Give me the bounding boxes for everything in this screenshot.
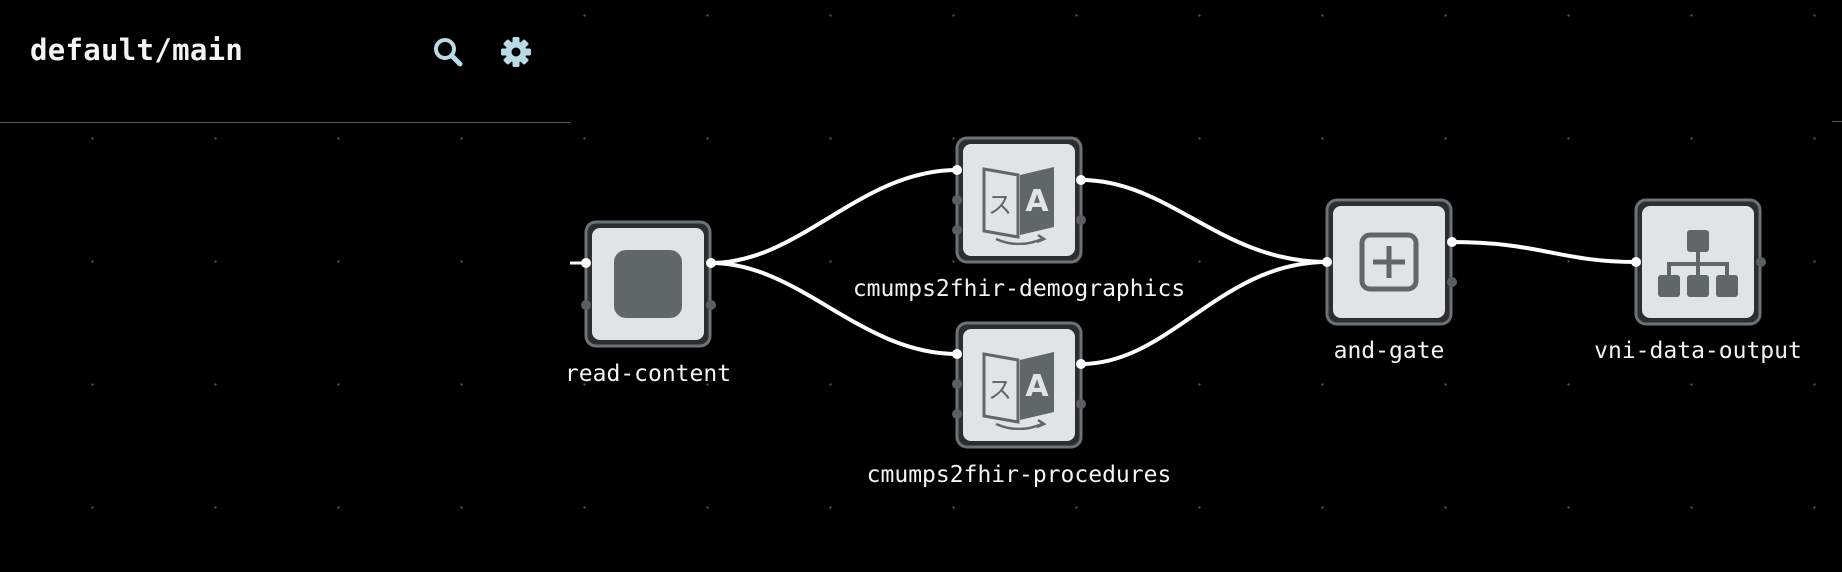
node-label: and-gate bbox=[1334, 338, 1445, 364]
node-label: read-content bbox=[565, 361, 731, 387]
page-title: default/main bbox=[30, 33, 244, 67]
input-port[interactable] bbox=[1631, 257, 1641, 267]
sitemap-icon bbox=[1658, 230, 1738, 297]
input-port[interactable] bbox=[952, 349, 962, 359]
error-output-port[interactable] bbox=[1076, 215, 1086, 225]
node-cmumps2fhir-procedures[interactable]: cmumps2fhir-procedures bbox=[867, 321, 1172, 488]
output-port[interactable] bbox=[1756, 257, 1766, 267]
node-and-gate[interactable]: and-gate bbox=[1322, 198, 1457, 364]
output-port[interactable] bbox=[706, 258, 716, 268]
error-port[interactable] bbox=[952, 195, 962, 205]
edge-procedures-to-and-gate[interactable] bbox=[1079, 260, 1329, 366]
input-port[interactable] bbox=[952, 165, 962, 175]
node-label: vni-data-output bbox=[1594, 338, 1802, 364]
error-port[interactable] bbox=[952, 379, 962, 389]
output-port[interactable] bbox=[1076, 175, 1086, 185]
node-read-content[interactable]: read-content bbox=[565, 220, 731, 387]
node-label: cmumps2fhir-demographics bbox=[853, 276, 1185, 302]
node-cmumps2fhir-demographics[interactable]: cmumps2fhir-demographics bbox=[853, 136, 1185, 302]
settings-button[interactable] bbox=[500, 36, 532, 68]
search-icon bbox=[434, 38, 463, 67]
error-port[interactable] bbox=[581, 300, 591, 310]
error-port[interactable] bbox=[952, 225, 962, 235]
error-output-port[interactable] bbox=[1447, 277, 1457, 287]
pipeline-header: default/main bbox=[0, 0, 570, 123]
output-port[interactable] bbox=[1076, 359, 1086, 369]
node-label: cmumps2fhir-procedures bbox=[867, 462, 1172, 488]
node-vni-data-output[interactable]: vni-data-output bbox=[1594, 198, 1802, 364]
plus-box-icon bbox=[1359, 232, 1419, 292]
error-output-port[interactable] bbox=[1076, 399, 1086, 409]
stop-square-icon bbox=[614, 250, 682, 318]
divider-tick bbox=[1832, 121, 1842, 122]
edge-and-gate-to-output[interactable] bbox=[1450, 240, 1638, 264]
edge-demographics-to-and-gate[interactable] bbox=[1079, 178, 1329, 264]
error-output-port[interactable] bbox=[706, 300, 716, 310]
edge-read-content-to-procedures[interactable] bbox=[709, 261, 959, 356]
input-port[interactable] bbox=[1322, 257, 1332, 267]
edges bbox=[709, 168, 1638, 366]
edge-read-content-to-demographics[interactable] bbox=[709, 168, 959, 265]
search-button[interactable] bbox=[432, 36, 464, 68]
input-port[interactable] bbox=[581, 258, 591, 268]
gear-icon bbox=[501, 37, 531, 67]
error-port[interactable] bbox=[952, 409, 962, 419]
output-port[interactable] bbox=[1447, 237, 1457, 247]
